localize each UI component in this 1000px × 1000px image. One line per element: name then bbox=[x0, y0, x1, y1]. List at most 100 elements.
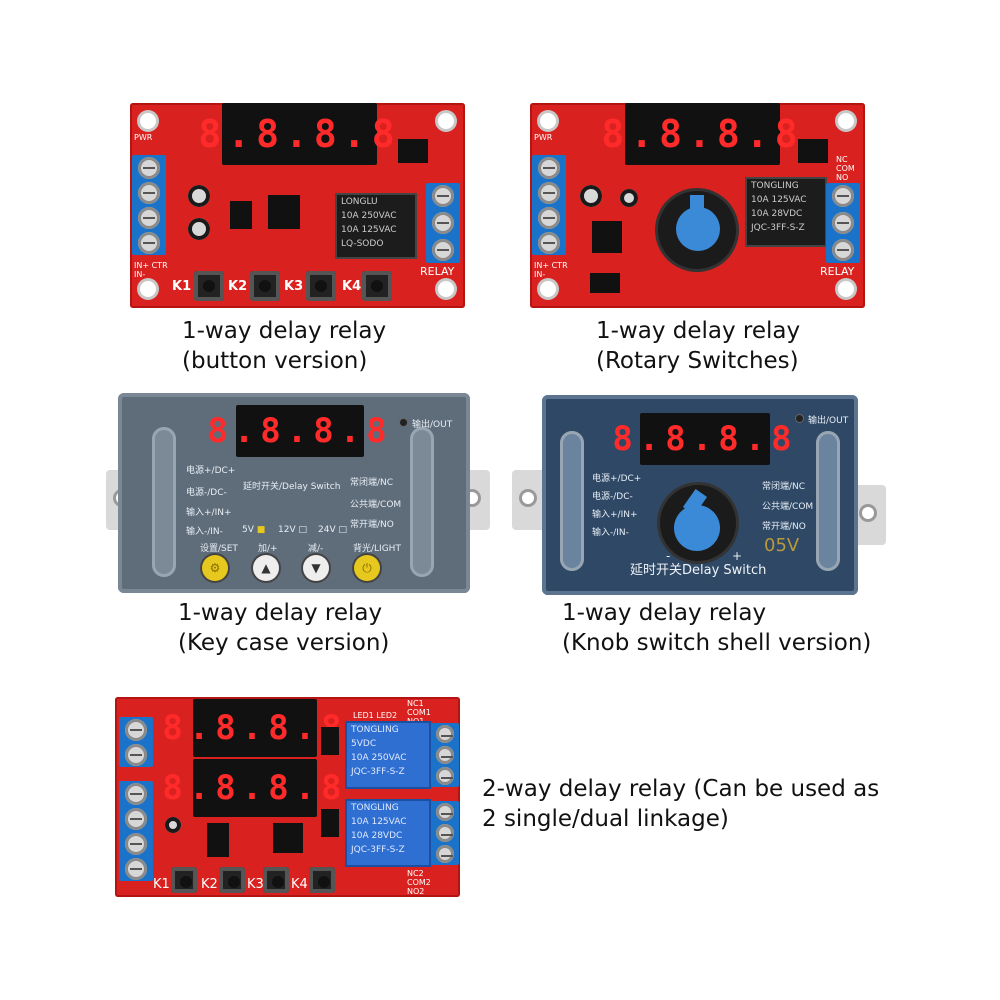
output-led bbox=[400, 419, 407, 426]
output-led bbox=[796, 415, 803, 422]
terminal-label-no: 常开端/NO bbox=[350, 520, 394, 530]
optocoupler bbox=[798, 139, 828, 163]
down-arrow-icon: ▼ bbox=[311, 561, 321, 575]
terminal-label-in-minus: 输入-/IN- bbox=[592, 528, 629, 538]
voltage-24v: 24V □ bbox=[318, 525, 347, 535]
terminal-label-dc-minus: 电源-/DC- bbox=[186, 488, 227, 498]
gear-icon: ⚙ bbox=[209, 561, 221, 575]
relay-label: RELAY bbox=[420, 265, 455, 278]
key-button-k1[interactable] bbox=[194, 271, 224, 301]
mounting-hole bbox=[438, 113, 454, 129]
seven-segment-display: 8.8.8.8 bbox=[198, 103, 395, 165]
key-case-housing: 8.8.8.8 输出/OUT 延时开关/Delay Switch 电源+/DC+… bbox=[118, 393, 470, 593]
voltage-5v: 5V ■ bbox=[242, 525, 266, 535]
plus-button-label: 加/+ bbox=[258, 544, 278, 554]
terminal-label-com: 公共端/COM bbox=[762, 502, 814, 512]
mounting-hole bbox=[140, 113, 156, 129]
light-button[interactable]: ⏻ bbox=[354, 555, 380, 581]
key-button-k2[interactable] bbox=[250, 271, 280, 301]
relay2-terminal-block bbox=[431, 801, 459, 865]
terminal-label-in-minus: 输入-/IN- bbox=[186, 527, 223, 537]
set-button-label: 设置/SET bbox=[200, 544, 238, 554]
knob-plus-label: + bbox=[732, 549, 743, 563]
mounting-hole bbox=[540, 281, 556, 297]
key-label-k4: K4 bbox=[291, 877, 308, 892]
mounting-hole bbox=[838, 281, 854, 297]
optocoupler bbox=[398, 139, 428, 163]
terminal-label-nc: 常闭端/NC bbox=[762, 482, 806, 492]
relay-label: RELAY bbox=[820, 265, 855, 278]
knob-case-housing: 8.8.8.8 输出/OUT 电源+/DC+ 电源-/DC- 输入+/IN+ 输… bbox=[542, 395, 858, 595]
voltage-12v: 12V □ bbox=[278, 525, 307, 535]
mounting-hole bbox=[140, 281, 156, 297]
caption-rotary-version: 1-way delay relay (Rotary Switches) bbox=[596, 318, 801, 374]
light-button-label: 背光/LIGHT bbox=[353, 544, 401, 554]
caption-two-way-version: 2-way delay relay (Can be used as 2 sing… bbox=[482, 776, 880, 832]
seven-segment-display: 8.8.8.8 bbox=[601, 103, 798, 165]
key-button-k4[interactable] bbox=[309, 867, 335, 893]
key-button-k3[interactable] bbox=[263, 867, 289, 893]
key-button-k3[interactable] bbox=[306, 271, 336, 301]
minus-button-label: 减/- bbox=[308, 544, 324, 554]
vent-slot bbox=[410, 427, 434, 577]
minus-button[interactable]: ▼ bbox=[303, 555, 329, 581]
mcu-chip bbox=[592, 221, 622, 253]
seven-segment-display: 8.8.8.8 bbox=[207, 405, 387, 457]
key-label-k1: K1 bbox=[153, 877, 170, 892]
key-button-k1[interactable] bbox=[171, 867, 197, 893]
terminal-label-dc-plus: 电源+/DC+ bbox=[186, 466, 236, 476]
terminal-label-in-plus: 输入+/IN+ bbox=[592, 510, 638, 520]
vent-slot bbox=[560, 431, 584, 571]
relay-terminal-block bbox=[426, 183, 460, 263]
up-arrow-icon: ▲ bbox=[261, 561, 271, 575]
capacitor bbox=[165, 817, 181, 833]
terminal-label-dc-plus: 电源+/DC+ bbox=[592, 474, 642, 484]
optocoupler bbox=[321, 727, 339, 755]
plus-button[interactable]: ▲ bbox=[253, 555, 279, 581]
key-label-k3: K3 bbox=[247, 877, 264, 892]
mounting-hole bbox=[540, 113, 556, 129]
relay-terminal-block bbox=[826, 183, 860, 263]
delay-knob-cap[interactable] bbox=[674, 505, 720, 551]
knob-minus-label: - bbox=[666, 549, 671, 563]
power-icon: ⏻ bbox=[362, 560, 372, 575]
pwr-label: PWR bbox=[134, 133, 153, 142]
power-terminal-block bbox=[119, 717, 153, 767]
led-labels: LED1 LED2 bbox=[353, 711, 398, 720]
knob-pointer-icon bbox=[690, 195, 704, 217]
caption-knob-shell-version: 1-way delay relay (Knob switch shell ver… bbox=[562, 600, 872, 656]
key-label-k3: K3 bbox=[284, 279, 304, 294]
key-button-k4[interactable] bbox=[362, 271, 392, 301]
input-terminal-block bbox=[119, 781, 153, 881]
key-label-k2: K2 bbox=[228, 279, 248, 294]
terminal-label-nc: 常闭端/NC bbox=[350, 478, 394, 488]
capacitor bbox=[580, 185, 602, 207]
voltage-label: 05V bbox=[764, 535, 800, 556]
key-label-k1: K1 bbox=[172, 279, 192, 294]
two-way-board: 8.8.8.8 8.8.8.8 LED1 LED2 NC1COM1NO1 TON… bbox=[115, 697, 460, 897]
mcu-chip bbox=[268, 195, 300, 229]
input-terminal-block bbox=[132, 155, 166, 255]
mounting-hole bbox=[438, 281, 454, 297]
pwr-label: PWR bbox=[534, 133, 553, 142]
capacitor bbox=[188, 185, 210, 207]
delay-switch-title: 延时开关Delay Switch bbox=[630, 563, 767, 578]
set-button[interactable]: ⚙ bbox=[202, 555, 228, 581]
mcu-chip bbox=[273, 823, 303, 853]
key-label-k2: K2 bbox=[201, 877, 218, 892]
capacitor bbox=[188, 218, 210, 240]
seven-segment-display: 8.8.8.8 bbox=[612, 413, 792, 465]
ic-chip bbox=[207, 823, 229, 857]
ic-chip bbox=[230, 201, 252, 229]
terminal-label-no: 常开端/NO bbox=[762, 522, 806, 532]
seven-segment-display-top: 8.8.8.8 bbox=[162, 699, 342, 757]
mounting-hole bbox=[838, 113, 854, 129]
key-button-k2[interactable] bbox=[219, 867, 245, 893]
